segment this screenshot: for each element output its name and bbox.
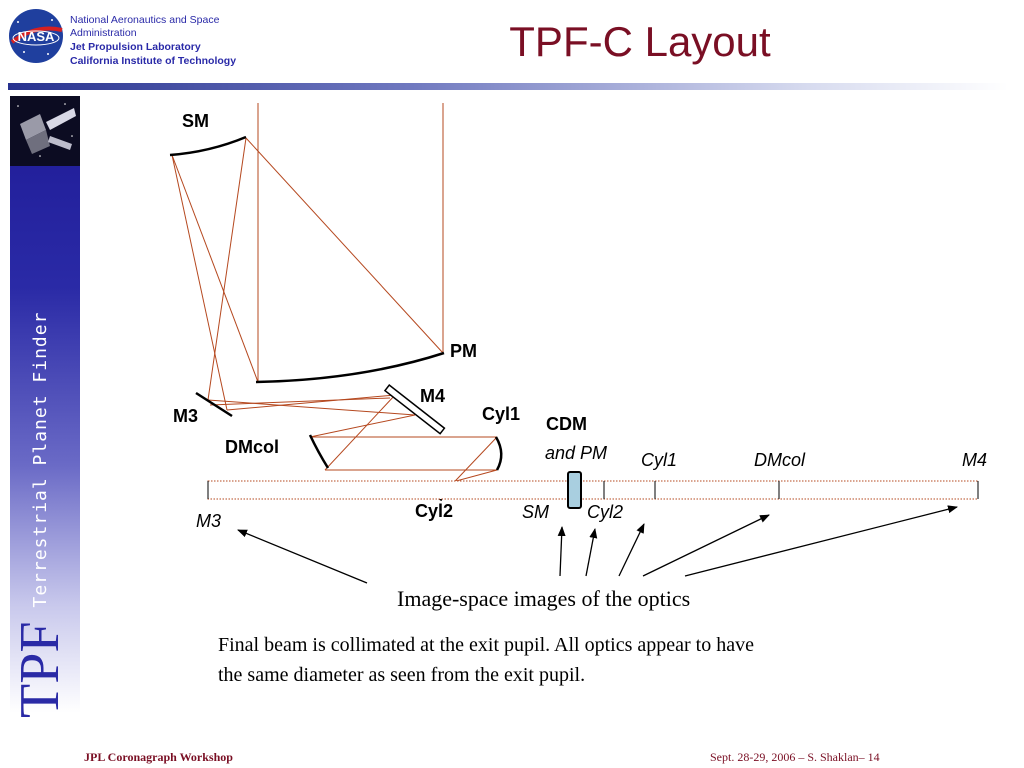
nasa-logo-text: NASA [18, 29, 55, 44]
label-pm: PM [450, 341, 477, 361]
image-label-cyl2: Cyl2 [587, 502, 624, 522]
image-label-sm: SM [522, 502, 549, 522]
institute-name: California Institute of Technology [70, 55, 237, 67]
mirror-dmcol [308, 434, 330, 469]
note-line1: Final beam is collimated at the exit pup… [218, 634, 754, 656]
mirror-cyl1 [494, 436, 503, 471]
telescope-image [10, 96, 80, 166]
label-sm: SM [182, 111, 209, 131]
nasa-logo: NASA [9, 9, 63, 63]
sidebar-banner [10, 96, 80, 732]
image-label-dmcol: DMcol [754, 450, 806, 470]
org-line1: National Aeronautics and Space [70, 14, 220, 26]
image-space-bar [207, 471, 979, 509]
label-and-pm: and PM [545, 443, 608, 463]
label-m4: M4 [420, 386, 446, 406]
cdm-element [567, 471, 582, 509]
lab-name: Jet Propulsion Laboratory [70, 41, 201, 53]
image-space-caption: Image-space images of the optics [397, 586, 691, 611]
mirror-sm [169, 135, 247, 157]
label-cyl1: Cyl1 [482, 404, 521, 424]
image-label-m4: M4 [962, 450, 988, 470]
mirror-m4 [383, 384, 446, 435]
label-cdm: CDM [546, 414, 587, 434]
page-title: TPF-C Layout [509, 18, 771, 65]
footer-left: JPL Coronagraph Workshop [84, 750, 233, 764]
footer-right: Sept. 28-29, 2006 – S. Shaklan– 14 [710, 750, 880, 764]
label-dmcol: DMcol [225, 437, 279, 457]
mirror-pm [255, 351, 445, 384]
label-cyl2: Cyl2 [415, 501, 454, 521]
label-m3: M3 [173, 406, 199, 426]
org-line2: Administration [70, 27, 137, 39]
image-label-m3: M3 [196, 511, 222, 531]
mirror-m3 [195, 391, 233, 418]
image-arrows [237, 505, 958, 584]
header-rule [8, 83, 1008, 90]
note-line2: the same diameter as seen from the exit … [218, 664, 586, 686]
mirrors [169, 135, 503, 502]
image-label-cyl1: Cyl1 [641, 450, 678, 470]
